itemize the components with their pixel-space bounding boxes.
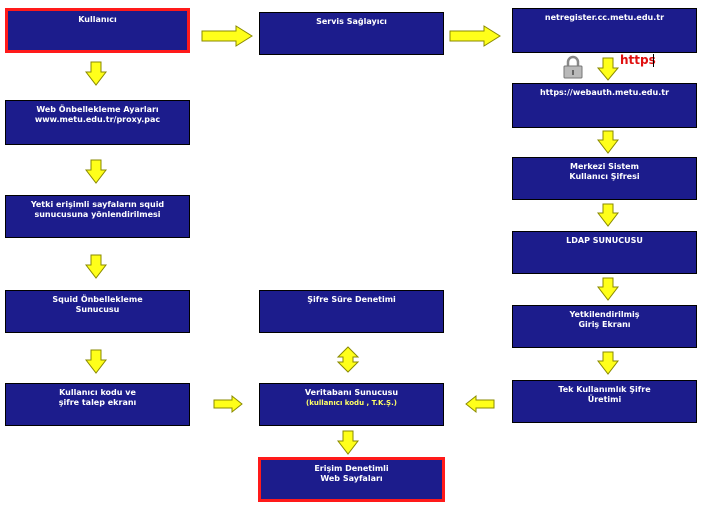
text-cursor [653,54,654,67]
node-veritabani: Veritabanı Sunucusu (kullanıcı kodu , T.… [259,383,444,426]
arrow-down-8 [596,277,620,301]
arrow-right-kullanici-servis [201,25,253,47]
arrow-down-9 [596,351,620,375]
node-yetki-line2: sunucusuna yönlendirilmesi [34,210,161,219]
node-tekkullanimlik-line2: Üretimi [587,395,622,404]
node-kullanicikodu-line2: şifre talep ekranı [58,398,137,407]
node-web-onbellekleme: Web Önbellekleme Ayarları www.metu.edu.t… [5,100,190,145]
node-yetkilendirilmis-line1: Yetkilendirilmiş [569,310,640,319]
node-kullanici-label: Kullanıcı [78,15,117,24]
node-erisim-line1: Erişim Denetimli [314,464,389,473]
node-sifre-sure: Şifre Süre Denetimi [259,290,444,333]
node-kullanici-kodu: Kullanıcı kodu ve şifre talep ekranı [5,383,190,426]
arrow-down-5 [596,57,620,81]
node-erisim-line2: Web Sayfaları [320,474,383,483]
node-servis-label: Servis Sağlayıcı [316,17,387,26]
node-tek-kullanimlik: Tek Kullanımlık Şifre Üretimi [512,380,697,423]
node-yetkilendirilmis-line2: Giriş Ekranı [578,320,631,329]
node-webonbellek-line2: www.metu.edu.tr/proxy.pac [34,115,161,124]
node-netregister-label: netregister.cc.metu.edu.tr [544,13,665,22]
arrow-down-6 [596,130,620,154]
node-merkezi-line1: Merkezi Sistem [570,162,639,171]
node-merkezi-line2: Kullanıcı Şifresi [569,172,640,181]
arrow-down-1 [84,61,108,86]
node-kullanicikodu-line1: Kullanıcı kodu ve [59,388,136,397]
arrow-right-to-veritabani [213,394,243,414]
arrow-left-to-veritabani [465,394,495,414]
arrow-down-2 [84,159,108,184]
node-ldap-sunucusu: LDAP SUNUCUSU [512,231,697,274]
arrow-down-3 [84,254,108,279]
arrow-down-4 [84,349,108,374]
arrow-updown-center [336,346,360,373]
node-servis-saglayici: Servis Sağlayıcı [259,12,444,55]
arrow-down-7 [596,203,620,227]
arrow-right-servis-netregister [449,25,501,47]
node-yetkilendirilmis: Yetkilendirilmiş Giriş Ekranı [512,305,697,348]
node-erisim-denetimli: Erişim Denetimli Web Sayfaları [258,457,445,502]
node-tekkullanimlik-line1: Tek Kullanımlık Şifre [558,385,651,394]
node-veritabani-label: Veritabanı Sunucusu [304,388,399,397]
node-yetki-line1: Yetki erişimli sayfaların squid [30,200,165,209]
node-sifresure-label: Şifre Süre Denetimi [307,295,396,304]
node-kullanici: Kullanıcı [5,8,190,53]
node-webonbellek-line1: Web Önbellekleme Ayarları [36,105,159,114]
node-merkezi-sistem: Merkezi Sistem Kullanıcı Şifresi [512,157,697,200]
node-netregister: netregister.cc.metu.edu.tr [512,8,697,53]
node-webauth-label: https://webauth.metu.edu.tr [539,88,670,97]
node-webauth: https://webauth.metu.edu.tr [512,83,697,128]
node-ldap-label: LDAP SUNUCUSU [566,236,643,245]
node-yetki-erisimli: Yetki erişimli sayfaların squid sunucusu… [5,195,190,238]
padlock-icon [563,55,583,79]
node-squid-line1: Squid Önbellekleme [52,295,143,304]
arrow-down-center [336,430,360,455]
node-squid: Squid Önbellekleme Sunucusu [5,290,190,333]
node-veritabani-sub: (kullanıcı kodu , T.K.Ş.) [306,399,397,407]
node-squid-line2: Sunucusu [75,305,120,314]
https-label: https [620,53,656,67]
